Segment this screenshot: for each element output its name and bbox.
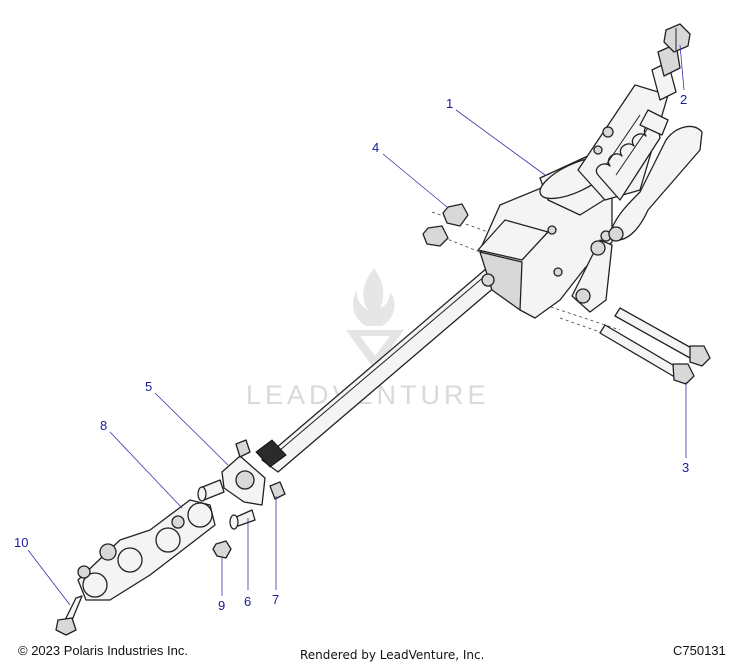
watermark-v-icon (346, 330, 404, 370)
top-nut (663, 23, 691, 53)
clamp-assembly (197, 439, 286, 530)
universal-joint-assembly (77, 499, 216, 601)
callout-6: 6 (244, 594, 251, 609)
mounting-bolts (599, 307, 711, 385)
callout-7: 7 (272, 592, 279, 607)
flange-nuts (422, 203, 469, 247)
copyright-text: © 2023 Polaris Industries Inc. (18, 643, 188, 658)
rendered-by-text: Rendered by LeadVenture, Inc. (300, 648, 485, 662)
callout-5: 5 (145, 379, 152, 394)
callout-10: 10 (14, 535, 28, 550)
small-nut (212, 540, 232, 559)
callout-labels: 1 2 3 4 5 6 7 8 9 10 (14, 92, 689, 613)
pinch-bolt (55, 595, 83, 636)
callout-3: 3 (682, 460, 689, 475)
diagram-code: C750131 (673, 643, 726, 658)
callout-4: 4 (372, 140, 379, 155)
watermark-flame-icon (353, 268, 395, 326)
callout-1: 1 (446, 96, 453, 111)
callout-8: 8 (100, 418, 107, 433)
callout-9: 9 (218, 598, 225, 613)
callout-2: 2 (680, 92, 687, 107)
tilt-handle (608, 125, 703, 242)
leader-lines (27, 44, 687, 606)
upper-column-boot (577, 43, 681, 201)
